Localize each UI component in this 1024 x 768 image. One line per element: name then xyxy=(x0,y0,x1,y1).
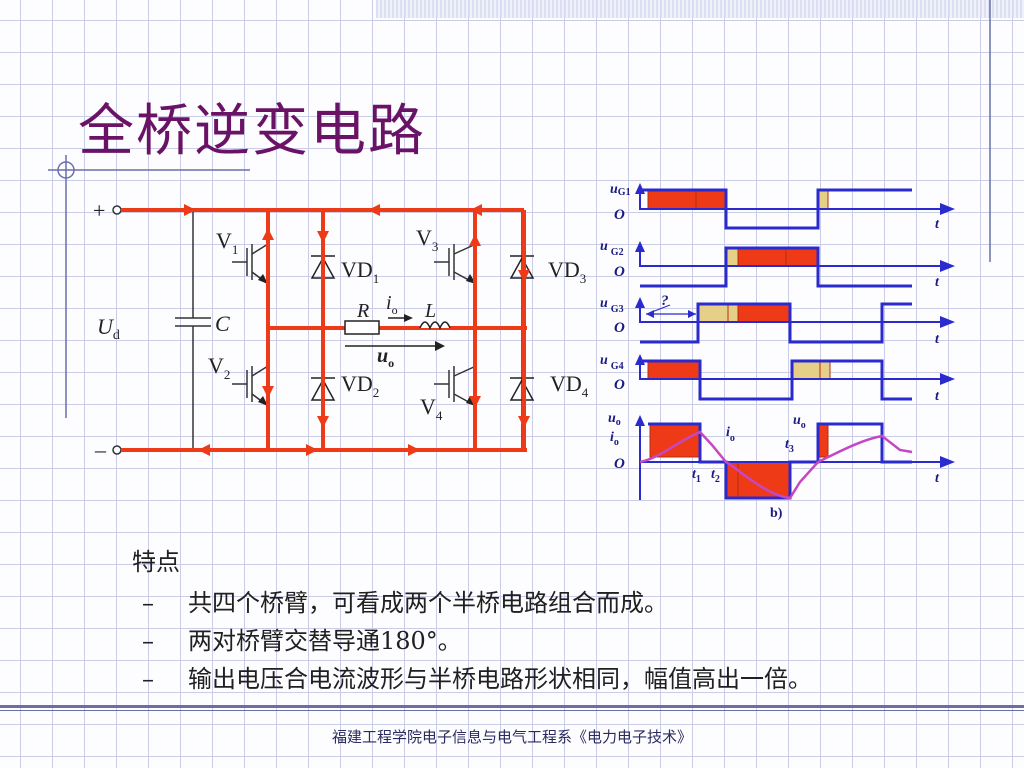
source-voltage-label: Ud xyxy=(97,314,120,343)
diode-vd2-label: VD2 xyxy=(341,371,379,400)
switch-v1-label: V1 xyxy=(216,228,238,257)
footer-divider xyxy=(0,705,1024,708)
origin-label-2: O xyxy=(614,264,625,280)
diode-vd3-label: VD3 xyxy=(548,257,586,286)
point-text: 输出电压合电流波形与半桥电路形状相同，幅值高出一倍。 xyxy=(188,665,812,693)
bullet-dash: – xyxy=(142,627,154,655)
time-axis-label-2: t xyxy=(935,275,940,290)
point-text: 共四个桥臂，可看成两个半桥电路组合而成。 xyxy=(188,589,668,617)
list-item: – 输出电压合电流波形与半桥电路形状相同，幅值高出一倍。 xyxy=(132,660,992,698)
slide-title: 全桥逆变电路 xyxy=(78,99,426,164)
origin-label-3: O xyxy=(614,320,625,336)
top-decoration-strip xyxy=(376,0,1024,18)
time-axis-label-5: t xyxy=(935,471,940,486)
t3-label: t3 xyxy=(785,437,794,455)
time-axis-label-3: t xyxy=(935,332,940,347)
origin-label-5: O xyxy=(614,456,625,472)
slide-footer: 福建工程学院电子信息与电气工程系《电力电子技术》 xyxy=(331,728,692,746)
output-current-label: io xyxy=(386,292,398,317)
diode-vd4-label: VD4 xyxy=(550,371,589,400)
uo-axis-label: uo xyxy=(608,411,621,428)
origin-label-4: O xyxy=(614,377,625,393)
switch-v4-label: V4 xyxy=(420,394,443,423)
inductor-label: L xyxy=(424,300,436,322)
points-list: – 共四个桥臂，可看成两个半桥电路组合而成。 – 两对桥臂交替导通180°。 – 输出… xyxy=(132,584,992,698)
switch-v2-label: V2 xyxy=(208,353,230,382)
key-points: 特点 – 共四个桥臂，可看成两个半桥电路组合而成。 – 两对桥臂交替导通180°。 … xyxy=(132,546,992,698)
diode-vd1-label: VD1 xyxy=(341,257,379,286)
io-curve-label: io xyxy=(726,425,735,444)
uo-curve-label: uo xyxy=(793,413,806,431)
bullet-dash: – xyxy=(142,589,154,617)
switch-v3-label: V3 xyxy=(416,225,438,254)
t1-label: t1 xyxy=(692,467,701,485)
time-axis-label-1: t xyxy=(935,217,940,232)
time-axis-label-4: t xyxy=(935,389,940,404)
ug1-label: uG1 xyxy=(610,182,631,198)
point-text: 两对桥臂交替导通180°。 xyxy=(188,627,462,655)
capacitor-label: C xyxy=(215,311,230,336)
output-voltage-label: uo xyxy=(377,345,394,370)
t2-label: t2 xyxy=(711,467,720,485)
list-item: – 两对桥臂交替导通180°。 xyxy=(132,622,992,660)
io-axis-label: io xyxy=(610,430,619,448)
minus-terminal-label: – xyxy=(94,437,107,462)
resistor-label: R xyxy=(356,300,369,322)
origin-label-1: O xyxy=(614,207,625,223)
figure-caption: b) xyxy=(770,506,783,521)
points-heading: 特点 xyxy=(132,548,180,576)
footer-divider-thin xyxy=(0,710,1024,711)
bullet-dash: – xyxy=(142,665,154,693)
dead-time-question: ? xyxy=(661,293,669,309)
plus-terminal-label: + xyxy=(93,198,105,223)
list-item: – 共四个桥臂，可看成两个半桥电路组合而成。 xyxy=(132,584,992,622)
